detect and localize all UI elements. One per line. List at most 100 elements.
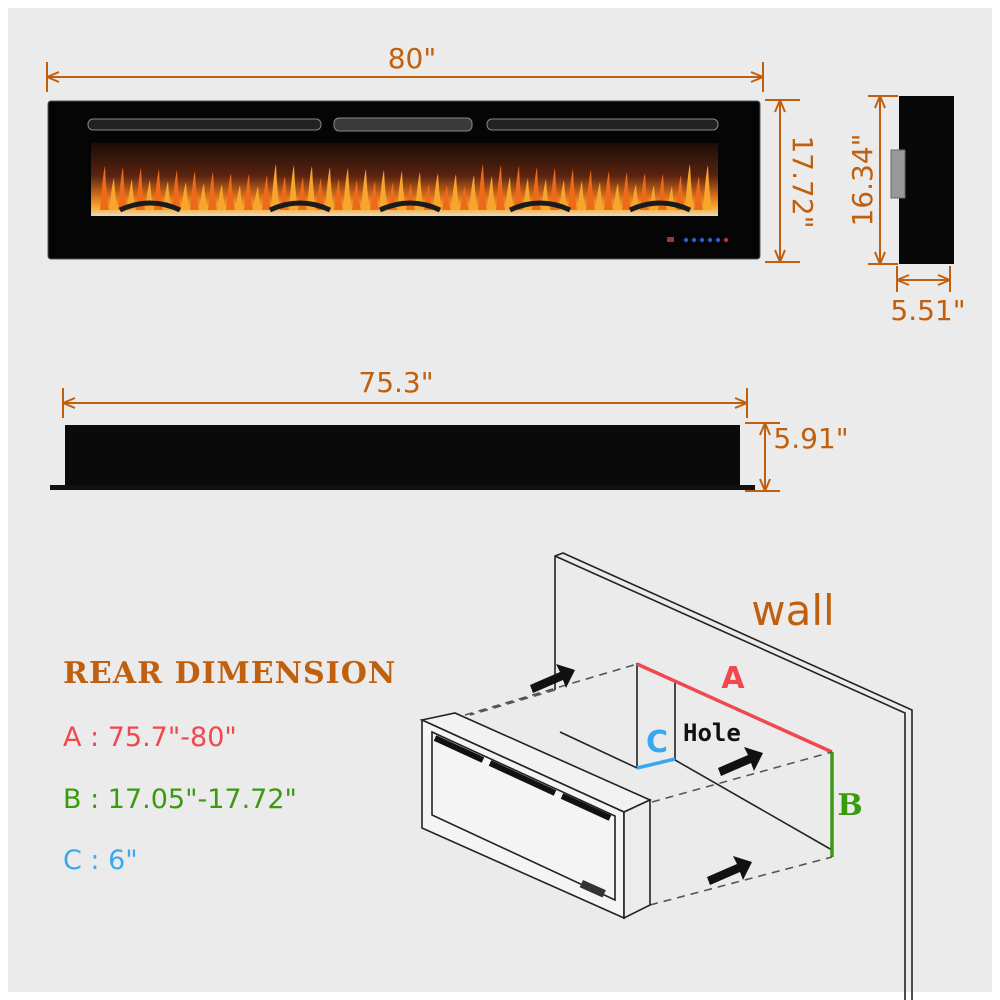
side-height-label: 16.34" bbox=[846, 133, 879, 226]
rear-dimension-title: REAR DIMENSION bbox=[63, 656, 396, 691]
width-dimension-line bbox=[46, 62, 764, 92]
flame bbox=[343, 168, 352, 210]
flame bbox=[181, 182, 190, 210]
flame bbox=[550, 168, 559, 210]
flame bbox=[316, 178, 325, 210]
flame bbox=[379, 170, 388, 210]
flame bbox=[190, 171, 199, 210]
flame bbox=[703, 165, 712, 210]
flame bbox=[469, 175, 478, 210]
installation-drawing: wall A B C Hole bbox=[419, 552, 913, 1000]
front-height-label: 17.72" bbox=[786, 135, 819, 228]
flame bbox=[217, 184, 226, 210]
flame bbox=[307, 166, 316, 210]
front-view: 80" 17.72" bbox=[46, 42, 819, 263]
flame bbox=[496, 165, 505, 210]
flame bbox=[334, 179, 343, 210]
flame bbox=[235, 185, 244, 210]
flame bbox=[244, 174, 253, 210]
fireplace-insert-drawing bbox=[419, 712, 652, 920]
height-dimension-line bbox=[765, 99, 800, 263]
center-vent bbox=[333, 117, 473, 132]
dimension-b: B : 17.05"-17.72" bbox=[63, 784, 297, 815]
right-vent bbox=[486, 118, 719, 131]
fireplace-body bbox=[65, 425, 740, 487]
flame bbox=[109, 178, 118, 210]
flame bbox=[451, 174, 460, 210]
body-width-label: 75.3" bbox=[358, 366, 433, 399]
label-b: B bbox=[837, 788, 862, 823]
flame bbox=[514, 166, 523, 210]
flame bbox=[487, 176, 496, 210]
flame bbox=[352, 180, 361, 210]
mounting-bracket bbox=[890, 149, 906, 199]
log bbox=[268, 200, 332, 213]
arrow-icon bbox=[707, 856, 752, 885]
flame bbox=[208, 172, 217, 210]
flame bbox=[397, 171, 406, 210]
log bbox=[118, 200, 182, 213]
dimension-c: C : 6" bbox=[63, 845, 138, 876]
flame bbox=[595, 182, 604, 210]
flame bbox=[613, 183, 622, 210]
flame bbox=[100, 166, 109, 210]
flame bbox=[199, 183, 208, 210]
flame bbox=[640, 173, 649, 210]
front-width-label: 80" bbox=[388, 42, 437, 75]
flame bbox=[118, 167, 127, 210]
side-depth-line bbox=[896, 266, 951, 292]
log bbox=[378, 200, 442, 213]
arrow-icon bbox=[530, 664, 575, 693]
dimension-a: A : 75.7"-80" bbox=[63, 722, 237, 753]
label-c: C bbox=[646, 725, 668, 760]
flame bbox=[433, 173, 442, 210]
hole-edges bbox=[559, 663, 833, 851]
hole-label: Hole bbox=[683, 719, 741, 747]
flame bbox=[289, 165, 298, 210]
projection-lines bbox=[464, 663, 833, 906]
flame bbox=[505, 177, 514, 210]
flame bbox=[532, 167, 541, 210]
flame bbox=[172, 170, 181, 210]
log bbox=[628, 200, 692, 213]
body-width-line bbox=[62, 388, 748, 418]
flame bbox=[325, 167, 334, 210]
flame bbox=[136, 168, 145, 210]
flame bbox=[685, 164, 694, 210]
flame bbox=[631, 184, 640, 210]
flame bbox=[442, 185, 451, 210]
flame bbox=[370, 181, 379, 210]
flame bbox=[676, 175, 685, 210]
body-depth-line bbox=[745, 422, 780, 492]
arrows bbox=[530, 664, 763, 885]
flame bbox=[586, 170, 595, 210]
flame bbox=[694, 176, 703, 210]
log bbox=[508, 200, 572, 213]
flame bbox=[622, 172, 631, 210]
flame bbox=[577, 181, 586, 210]
flame bbox=[604, 171, 613, 210]
edge-a bbox=[636, 662, 833, 754]
arrow-icon bbox=[718, 747, 763, 776]
flame bbox=[568, 169, 577, 210]
bottom-view: 75.3" 5.91" bbox=[50, 366, 849, 492]
flame bbox=[262, 175, 271, 210]
label-a: A bbox=[721, 661, 745, 696]
flame bbox=[415, 172, 424, 210]
fireplace-side bbox=[899, 96, 954, 264]
flame bbox=[226, 173, 235, 210]
body-depth-label: 5.91" bbox=[773, 422, 848, 455]
side-view: 16.34" 5.51" bbox=[846, 95, 966, 327]
side-depth-label: 5.51" bbox=[890, 294, 965, 327]
flame bbox=[271, 164, 280, 210]
flames bbox=[100, 164, 712, 213]
flame bbox=[127, 179, 136, 210]
control-panel bbox=[667, 237, 729, 243]
front-flange bbox=[50, 485, 755, 490]
side-height-line bbox=[868, 95, 898, 265]
wall-label: wall bbox=[751, 586, 834, 635]
flame bbox=[361, 169, 370, 210]
flame bbox=[280, 176, 289, 210]
flame bbox=[559, 180, 568, 210]
